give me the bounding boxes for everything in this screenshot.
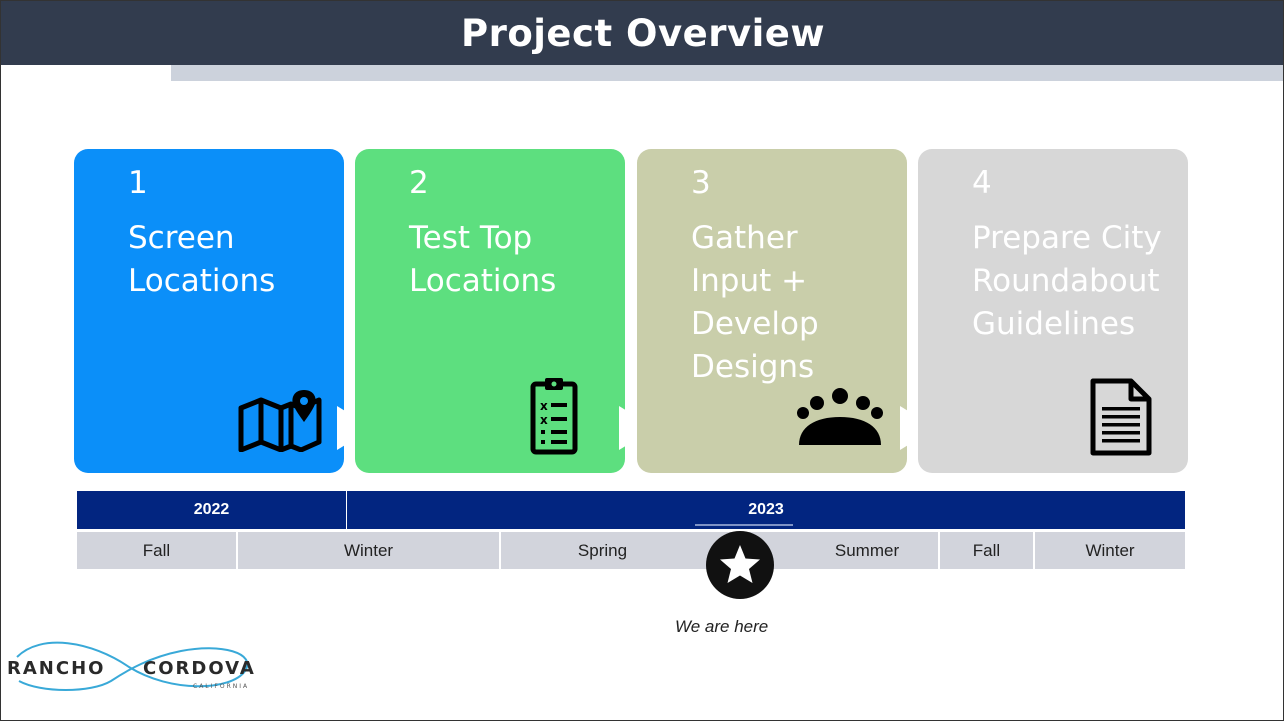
step-number: 3 — [691, 165, 711, 201]
step-card-1: 1 Screen Locations — [74, 149, 344, 473]
title-bar — [1, 1, 1283, 65]
document-icon — [1090, 378, 1152, 456]
svg-text:x: x — [540, 413, 548, 427]
step-label: Prepare City Roundabout Guidelines — [972, 220, 1162, 342]
star-icon — [720, 545, 760, 583]
logo-text-right: CORDOVA — [143, 658, 256, 679]
map-pin-icon — [238, 390, 322, 452]
current-position-marker — [706, 531, 774, 599]
season-winter-2022: Winter — [238, 532, 501, 569]
slide-title: Project Overview — [460, 11, 826, 55]
season-fall-2022: Fall — [77, 532, 238, 569]
timeline-year-bar: 2022 2023 — [77, 491, 1185, 529]
year-2022: 2022 — [77, 491, 347, 529]
marker-label: We are here — [675, 617, 769, 636]
title-accent-bar — [171, 65, 1283, 81]
timeline-season-bar: Fall Winter Spring Summer Fall Winter — [77, 532, 1185, 569]
step-label: Gather Input + Develop Designs — [691, 220, 819, 385]
rancho-cordova-logo: RANCHO CORDOVA CALIFORNIA — [7, 641, 256, 691]
clipboard-checklist-icon: x x — [530, 378, 578, 455]
group-meeting-icon — [797, 388, 883, 445]
step-number: 2 — [409, 165, 429, 201]
year-underline — [695, 524, 793, 526]
step-number: 1 — [128, 165, 148, 201]
step-card-4: 4 Prepare City Roundabout Guidelines — [918, 149, 1188, 473]
season-summer-2023: Summer — [746, 532, 940, 569]
step-label: Screen Locations — [128, 220, 276, 299]
logo-text-left: RANCHO — [7, 658, 105, 679]
step-label: Test Top Locations — [409, 220, 557, 299]
season-winter-2023: Winter — [1085, 540, 1135, 560]
step-number: 4 — [972, 165, 992, 201]
svg-text:x: x — [540, 399, 548, 413]
step-card-2: 2 Test Top Locations — [355, 149, 625, 473]
step-card-3: 3 Gather Input + Develop Designs — [637, 149, 907, 473]
year-2023: 2023 — [748, 501, 784, 518]
season-fall-2023: Fall — [940, 532, 1035, 569]
logo-subtext: CALIFORNIA — [193, 683, 249, 690]
